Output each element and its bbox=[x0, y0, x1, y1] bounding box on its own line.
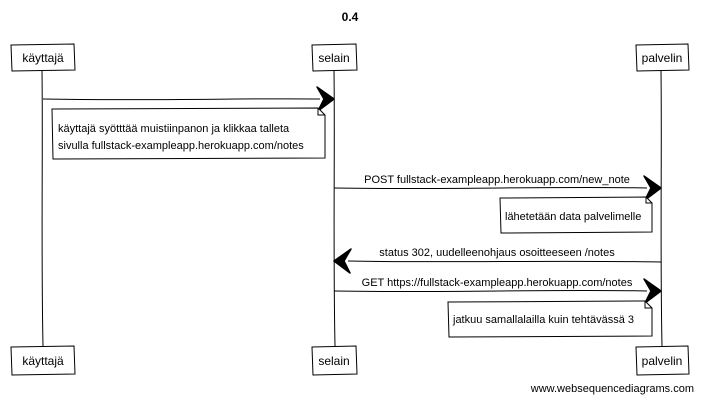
note-line: lähetetään data palvelimelle bbox=[505, 211, 641, 223]
message-3: status 302, uudelleenohjaus osoitteeseen… bbox=[333, 247, 662, 274]
note-line: käyttajä syötttää muistiinpanon ja klikk… bbox=[58, 123, 290, 135]
actor-label: selain bbox=[318, 51, 349, 65]
actor-label: palvelin bbox=[642, 354, 683, 368]
message-1 bbox=[42, 86, 335, 112]
lifeline-kayttaja bbox=[41, 69, 44, 347]
actor-label: selain bbox=[318, 354, 349, 368]
message-label: GET https://fullstack-exampleapp.herokua… bbox=[362, 277, 633, 289]
actor-selain-bottom: selain bbox=[311, 345, 358, 376]
message-2: POST fullstack-exampleapp.herokuapp.com/… bbox=[333, 174, 662, 201]
actor-label: käyttajä bbox=[22, 51, 64, 65]
note-line: sivulla fullstack-exampleapp.herokuapp.c… bbox=[58, 140, 304, 152]
actor-kayttaja-bottom: käyttajä bbox=[10, 345, 76, 376]
lifeline-selain bbox=[333, 69, 336, 347]
note-2: lähetetään data palvelimelle bbox=[499, 196, 653, 234]
actor-selain-top: selain bbox=[311, 43, 358, 72]
message-label: status 302, uudelleenohjaus osoitteeseen… bbox=[379, 247, 615, 259]
credit-link[interactable]: www.websequencediagrams.com bbox=[530, 383, 694, 395]
message-4: GET https://fullstack-exampleapp.herokua… bbox=[333, 277, 662, 304]
message-label: POST fullstack-exampleapp.herokuapp.com/… bbox=[364, 174, 630, 186]
diagram-title: 0.4 bbox=[342, 10, 359, 24]
actor-label: käyttajä bbox=[22, 354, 64, 368]
note-line: jatkuu samallalailla kuin tehtävässä 3 bbox=[452, 314, 634, 326]
actor-palvelin-top: palvelin bbox=[635, 43, 690, 72]
note-1: käyttajä syötttää muistiinpanon ja klikk… bbox=[51, 107, 326, 160]
actor-label: palvelin bbox=[642, 51, 683, 65]
actor-kayttaja-top: käyttajä bbox=[10, 43, 76, 72]
note-3: jatkuu samallalailla kuin tehtävässä 3 bbox=[447, 300, 653, 338]
actor-palvelin-bottom: palvelin bbox=[635, 345, 690, 376]
lifeline-palvelin bbox=[660, 69, 663, 347]
